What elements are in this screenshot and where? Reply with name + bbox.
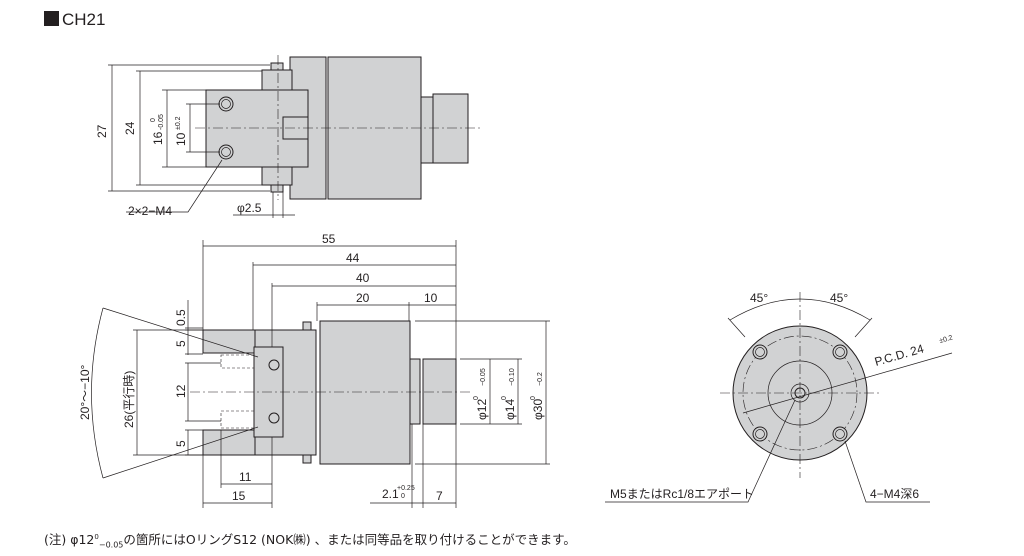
front-cylinder-body bbox=[319, 320, 411, 465]
screw-icon bbox=[268, 359, 280, 371]
dim-15: 15 bbox=[232, 489, 246, 503]
callout-air-port: M5またはRc1/8エアポート bbox=[610, 487, 754, 501]
dim-phi-12: φ12 bbox=[475, 399, 489, 420]
square-bullet-icon bbox=[44, 11, 59, 26]
dim-16-tol-low: -0.05 bbox=[158, 114, 165, 130]
screw-icon bbox=[268, 412, 280, 424]
m4-hole bbox=[218, 96, 234, 112]
dim-2-1: 2.1 bbox=[382, 487, 399, 501]
dim-10-front: 10 bbox=[424, 291, 438, 305]
angle-arc-45 bbox=[729, 298, 871, 321]
front-finger-top bbox=[202, 329, 256, 354]
phi14-tol-low: −0.10 bbox=[509, 368, 516, 386]
front-view: 55 44 40 20 10 0.5 5 12 5 26(平行時) 20°〜−1… bbox=[78, 232, 550, 508]
pcd-tol: ±0.2 bbox=[939, 334, 954, 344]
front-pin bbox=[302, 454, 312, 464]
top-pin bbox=[270, 62, 284, 71]
phi12-tol-up: 0 bbox=[473, 396, 480, 400]
dim-11: 11 bbox=[239, 470, 252, 484]
dim-20: 20 bbox=[356, 291, 370, 305]
phi14-tol-up: 0 bbox=[501, 396, 508, 400]
dim-5-bottom: 5 bbox=[174, 440, 188, 447]
dim-16-tol-up: 0 bbox=[150, 118, 157, 122]
dim-phi-14: φ14 bbox=[503, 399, 517, 420]
model-name: CH21 bbox=[62, 10, 106, 29]
top-view: 27 24 16 0 -0.05 10 ±0.2 2×2−M4 φ2.5 bbox=[95, 55, 480, 218]
pcd-label: P.C.D. 24 bbox=[873, 341, 926, 368]
top-pin bbox=[270, 184, 284, 193]
top-shaft bbox=[420, 96, 434, 164]
dim-2-1-tol-up: +0.25 bbox=[397, 485, 415, 492]
front-fitting bbox=[422, 358, 457, 425]
dim-26-parallel: 26(平行時) bbox=[122, 371, 136, 428]
callout-4-m4: 4−M4深6 bbox=[870, 487, 919, 501]
dim-55: 55 bbox=[322, 232, 336, 246]
dim-2-1-tol-low: 0 bbox=[401, 493, 405, 500]
dim-12: 12 bbox=[174, 384, 188, 398]
footnote: (注) φ120−0.05の箇所にはOリングS12 (NOK㈱) 、または同等品… bbox=[44, 529, 576, 550]
front-pin bbox=[302, 321, 312, 331]
top-fitting bbox=[432, 93, 469, 164]
dim-44: 44 bbox=[346, 251, 360, 265]
dim-40: 40 bbox=[356, 271, 370, 285]
dim-24: 24 bbox=[123, 121, 137, 135]
callout-2x2-m4: 2×2−M4 bbox=[128, 204, 172, 218]
note-tol-low: −0.05 bbox=[98, 540, 124, 550]
phi30-tol-up: 0 bbox=[530, 396, 537, 400]
note-prefix: (注) φ12 bbox=[44, 532, 95, 547]
dim-5-top: 5 bbox=[174, 340, 188, 347]
phi12-tol-low: −0.05 bbox=[480, 368, 487, 386]
dim-0-5: 0.5 bbox=[174, 309, 188, 326]
dim-angle: 20°〜−10° bbox=[78, 364, 92, 420]
angle-arc bbox=[91, 307, 104, 479]
dim-10-tol: ±0.2 bbox=[175, 116, 182, 130]
angle-45-left: 45° bbox=[750, 291, 768, 305]
angle-45-right: 45° bbox=[830, 291, 848, 305]
end-view: 45° 45° P.C.D. 24 ±0.2 M5またはRc1/8エアポート 4… bbox=[605, 291, 954, 503]
dim-phi-2-5: φ2.5 bbox=[237, 201, 262, 215]
dim-7: 7 bbox=[436, 489, 443, 503]
m4-hole bbox=[218, 144, 234, 160]
bolt-holes bbox=[752, 344, 848, 442]
dim-10: 10 bbox=[174, 132, 188, 146]
note-tol-up: 0 bbox=[94, 532, 99, 541]
page-title: CH21 bbox=[44, 10, 105, 30]
note-text: の箇所にはOリングS12 (NOK㈱) 、または同等品を取り付けることができます… bbox=[123, 532, 576, 547]
front-shaft bbox=[409, 358, 421, 425]
phi30-tol-low: −0.2 bbox=[537, 372, 544, 386]
dim-phi-30: φ30 bbox=[531, 399, 545, 420]
dim-16: 16 bbox=[151, 131, 165, 145]
dim-27: 27 bbox=[95, 124, 109, 138]
